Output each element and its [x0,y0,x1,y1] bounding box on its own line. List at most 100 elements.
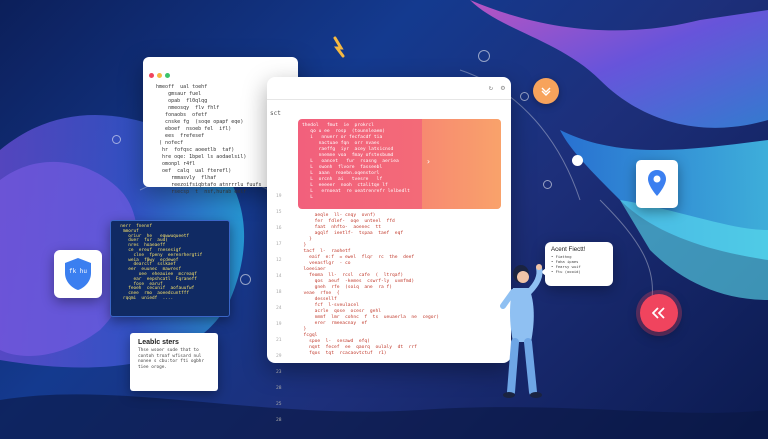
speech-item-text: Fearsy wuif [555,264,581,269]
code-line: cnee rmo aoeedcuntfff [115,291,190,297]
orange-chevron-button[interactable] [533,78,559,104]
code-line: ( nofecf [147,140,184,146]
red-dot-icon[interactable] [149,73,154,78]
code-line: fose earuf [115,281,163,287]
window-controls [143,57,298,84]
ring-decoration [543,180,552,189]
dark-code-text: nerr fnennf mmoruf oriur he eqwwuqueetf … [111,221,229,306]
line-number: 25 [276,402,282,407]
speech-item-text: Ftu (oooid) [555,269,581,274]
code-line: qos aeuf -kemes cswrf-ly uvmfmd) [298,279,415,284]
line-number: 24 [276,306,282,311]
settings-icon[interactable]: ⚙ [500,84,505,92]
ring-decoration [478,50,490,62]
code-line: eboef nsoeb fel ifl) [147,126,232,132]
code-line: fcgql [298,333,318,338]
line-number: 12 [276,258,282,263]
highlight-panel [422,119,501,209]
code-line: duer fur aud( [115,238,168,244]
code-line: L aaan reaebn.oqenstorl [302,171,380,176]
code-line: nmmf lmr cohnc f ts ueuaerla ne cegor) [298,315,440,320]
ring-decoration [572,155,583,166]
shield-icon [65,258,91,290]
person-illustration [500,264,543,398]
code-line: rqqmi uniedf .... [115,295,174,301]
double-chevron-left-icon [652,307,665,319]
note-body: Thse wsoer sude that to contoh troaf wfi… [138,348,205,370]
location-card[interactable] [636,160,678,208]
code-line: omonpl r4fl [147,161,196,167]
code-line: L [302,195,314,200]
code-line: hmeoff ual toehf [147,84,208,90]
code-line: hre oqe: 1bpel ls aodaelsil) [147,154,247,160]
speech-item: • Faha ipaes [551,259,579,264]
speech-item-text: Fiathng [555,254,572,259]
code-line: L eeeeer nooh ctalitqe lf [302,183,388,188]
code-line: L orcnh ai tvesre lf [302,177,383,182]
line-number: 14 [276,274,282,279]
code-line: fcf l-sveulacel [298,303,359,308]
note-card: Leablc sters Thse wsoer sude that to con… [130,333,218,391]
speech-title: Acent Fiectt! [551,246,586,253]
code-line: gmsaur fuel [147,91,202,97]
line-number: 17 [276,242,282,247]
code-line: clne fpeny eerenrhergtif [115,252,203,258]
code-line: L swonh flvore fasseebl [302,165,383,170]
editor-code-text: aeqle ll- cnqy ovnf) fer fdlef- oqe unte… [298,213,440,357]
code-line: veae rfne { [298,291,340,296]
back-code-text: hmeoff ual toehf gmsaur fuel opab fl0qlq… [143,84,298,196]
code-line: tacf l- raohetf [298,249,351,254]
line-number: 23 [276,370,282,375]
code-line: oef calq ual fterefl) [147,168,232,174]
code-line: i nnuerr or fecfacdf tia [302,135,383,140]
line-number: 18 [276,290,282,295]
refresh-icon[interactable]: ↻ [488,84,493,92]
highlighted-code-block: › thedol fmut ie prokrcl qo u ee rosp (t… [298,119,501,209]
code-line: dearclf sslkaef [115,262,176,268]
back-button[interactable] [640,294,678,332]
code-line: qo u ee rosp (tounnleaem) [302,129,385,134]
code-line: eer euunec mawresf [115,267,182,273]
code-line: thedol fmut ie prokrcl [302,123,374,128]
line-number: 21 [276,338,282,343]
code-line: nmeosqy flv fhlf [147,105,220,111]
code-line: erer rmeeacnay ef [298,321,368,326]
code-line: L ernoeat re ueatrenrefr lelbedlt [302,189,410,194]
code-line: fonaobs ofetf [147,112,208,118]
code-line: fqos tqt rcacaovtctuf r1) [298,351,387,356]
code-line: eaif e:f = ewel flqr rc the deef [298,255,415,260]
code-line: L oancet fur rsasng aeriea [302,159,399,164]
code-line: nerr fnennf [115,224,153,229]
code-line: nres hoaeaeff [115,243,166,249]
note-title: Leablc sters [138,339,179,346]
line-number: 29 [276,354,282,359]
speech-tail [541,268,546,276]
speech-bubble: Acent Fiectt! • Fiathng • Faha ipaes • F… [541,242,613,286]
chevron-right-icon[interactable]: › [426,157,431,166]
dark-code-panel: nerr fnennf mmoruf oriur he eqwwuqueetf … [110,220,230,317]
editor-toolbar: ↻ ⚙ [267,77,511,100]
badge-text: fk hu [68,268,88,275]
editor-window: ↻ ⚙ sct › thedol fmut ie prokrcl qo u ee… [267,77,511,423]
line-number: 19 [276,322,282,327]
code-line: oriur he eqwwuqueetf [115,233,190,239]
code-line: reezoifsiqbtafo atnrrrlu fuufs [147,182,262,188]
code-line: cnske fg (soqe opapf eqe) [147,119,244,125]
code-line: ees frefesef [147,133,205,139]
yellow-dot-icon[interactable] [157,73,162,78]
speech-item: • Fearsy wuif [551,264,581,269]
location-pin-icon [648,170,666,196]
speech-item: • Fiathng [551,254,572,259]
ring-decoration [240,274,251,285]
code-line: fer fdlef- oqe unteel ffd [298,219,395,224]
security-badge: fk hu [54,250,102,298]
code-line: mmoruf [115,228,139,234]
code-line: weia f0wy ecdewef [115,257,179,263]
green-dot-icon[interactable] [165,73,170,78]
code-line: } [298,327,307,332]
highlighted-code-text: thedol fmut ie prokrcl qo u ee rosp (tou… [302,123,410,201]
code-line: aeqle ll- cnqy ovnf) [298,213,376,218]
code-line: } [298,243,307,248]
code-line: loeeiaer [298,267,326,272]
